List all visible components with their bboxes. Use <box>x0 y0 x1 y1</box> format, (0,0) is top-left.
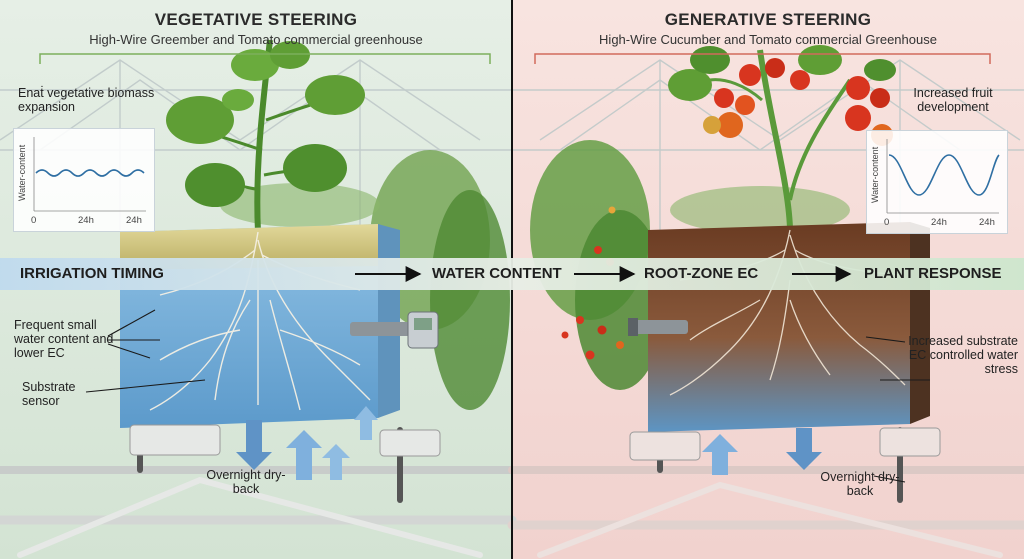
left-dryback-annotation: Overnight dry-back <box>206 468 286 496</box>
flow-step-plant-response: PLANT RESPONSE <box>864 265 1002 282</box>
water-arrows <box>236 406 822 480</box>
left-chart-tick-1: 24h <box>78 215 94 226</box>
right-ec-annotation: Increased substrate EC controlled water … <box>908 334 1018 376</box>
flow-step-root-zone-ec: ROOT-ZONE EC <box>644 265 759 282</box>
left-subtitle: High-Wire Greember and Tomato commercial… <box>89 32 423 47</box>
flow-arrows <box>355 266 852 282</box>
vegetative-plant <box>166 39 365 233</box>
gutter-pipes <box>0 424 1024 558</box>
right-chart-tick-2: 24h <box>979 217 995 228</box>
left-title: VEGETATIVE STEERING <box>154 10 358 29</box>
right-goal-note: Increased fruit development <box>913 86 993 114</box>
substrate-sensor-left <box>350 311 439 349</box>
left-chart-tick-2: 24h <box>126 215 142 226</box>
left-frequent-annotation: Frequent small water content and lower E… <box>14 318 114 360</box>
right-water-content-chart: Water-content 0 24h 24h <box>866 130 1008 234</box>
annotation-leaders <box>85 309 930 483</box>
right-chart-ylabel: Water-content <box>870 146 880 203</box>
left-goal-note: Enaṫ vegetative biomass expansion <box>18 86 155 114</box>
right-chart-tick-0: 0 <box>884 217 890 228</box>
right-chart-tick-1: 24h <box>931 217 947 228</box>
left-chart-curve <box>35 169 145 177</box>
title-brackets <box>39 53 991 64</box>
substrate-sensor-right <box>628 318 688 336</box>
right-subtitle: High-Wire Cucumber and Tomato commercial… <box>599 32 937 47</box>
right-chart-svg <box>886 139 1000 214</box>
flow-step-irrigation-timing: IRRIGATION TIMING <box>20 265 164 282</box>
right-dryback-annotation: Overnight dry-back <box>820 470 900 498</box>
flow-step-water-content: WATER CONTENT <box>432 265 562 282</box>
generative-substrate-block <box>648 222 930 432</box>
right-chart-curve <box>888 154 1000 196</box>
flow-band <box>0 258 1024 290</box>
right-title: GENERATIVE STEERING <box>664 10 872 29</box>
left-chart-tick-0: 0 <box>31 215 37 226</box>
left-chart-ylabel: Water-content <box>17 144 27 201</box>
left-chart-svg <box>33 137 146 212</box>
left-sensor-annotation: Substrate sensor <box>22 380 76 408</box>
left-water-content-chart: Water-content 0 24h 24h <box>13 128 155 232</box>
